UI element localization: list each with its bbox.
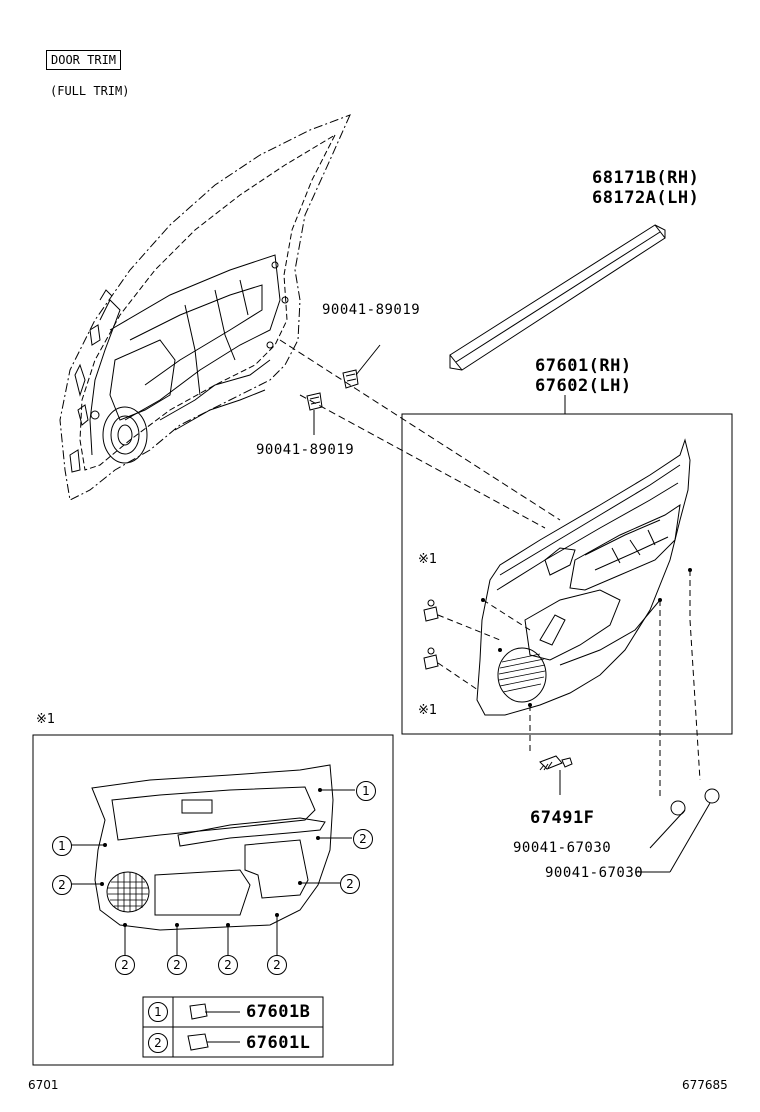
part-trim-board-lh[interactable]: 67602(LH) [535, 376, 632, 396]
door-inner-panel-drawing [59, 114, 351, 501]
legend-part-1[interactable]: 67601B [246, 1002, 311, 1022]
part-fastener-a[interactable]: 90041-67030 [513, 840, 612, 856]
trim-clip-drawings [423, 599, 531, 691]
callout-2-e: 2 [167, 955, 187, 975]
callout-2-d: 2 [115, 955, 135, 975]
trim-board-frame [401, 413, 733, 735]
fastener-drawings [635, 570, 720, 873]
part-weatherstrip-rh[interactable]: 68171B(RH) [592, 168, 700, 188]
part-screw[interactable]: 67491F [530, 808, 595, 828]
callout-2-c: 2 [340, 874, 360, 894]
callout-1-b: 1 [52, 836, 72, 856]
section-title: DOOR TRIM [46, 50, 122, 70]
part-trim-board-rh[interactable]: 67601(RH) [535, 356, 632, 376]
section-subtitle: (FULL TRIM) [50, 84, 130, 98]
callout-2-g: 2 [267, 955, 287, 975]
trim-board-drawing [476, 438, 692, 716]
part-clip-upper[interactable]: 90041-89019 [322, 302, 421, 318]
legend-table [142, 996, 324, 1058]
detail-mark: ※1 [36, 712, 56, 727]
page-code: 6701 [28, 1078, 59, 1092]
screw-drawing [529, 705, 573, 795]
legend-key-1: 1 [148, 1002, 168, 1022]
detail-trim-outline [91, 764, 334, 931]
part-clip-lower[interactable]: 90041-89019 [256, 442, 355, 458]
weatherstrip-drawing [449, 224, 666, 371]
upper-clips-drawing [279, 339, 561, 529]
legend-part-2[interactable]: 67601L [246, 1033, 311, 1053]
callout-2-a: 2 [353, 829, 373, 849]
note-mark-top: ※1 [418, 552, 438, 567]
figure-id: 677685 [682, 1078, 728, 1092]
detail-leaders [70, 788, 355, 955]
callout-2-b: 2 [52, 875, 72, 895]
callout-1-a: 1 [356, 781, 376, 801]
detail-frame [32, 734, 394, 1066]
part-weatherstrip-lh[interactable]: 68172A(LH) [592, 188, 700, 208]
callout-2-f: 2 [218, 955, 238, 975]
legend-key-2: 2 [148, 1033, 168, 1053]
note-mark-bottom: ※1 [418, 703, 438, 718]
part-fastener-b[interactable]: 90041-67030 [545, 865, 644, 881]
